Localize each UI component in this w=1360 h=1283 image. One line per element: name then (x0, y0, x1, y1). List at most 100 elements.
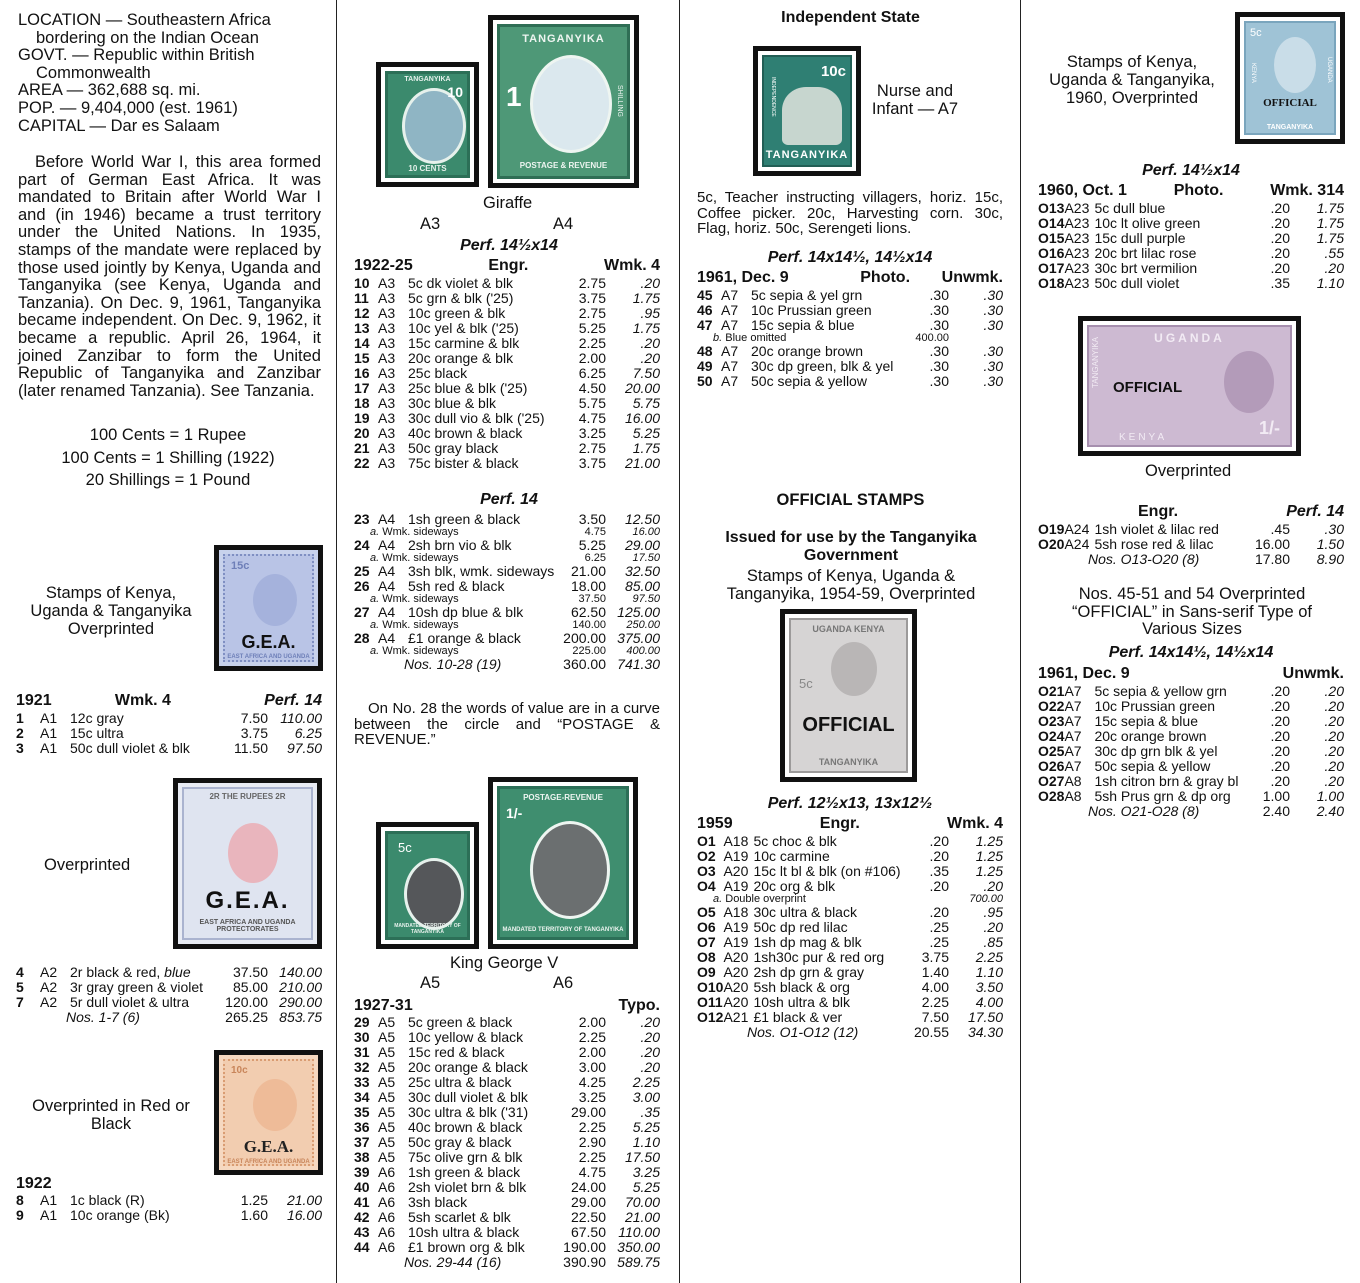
catalog-number: 18 (354, 395, 370, 411)
used-price: 17.50 (624, 1149, 660, 1165)
used-price: 3.50 (975, 979, 1003, 995)
design-type: A19 (723, 848, 749, 864)
king-portrait-icon (253, 574, 297, 626)
design-type: A7 (721, 287, 739, 303)
unused-price: .25 (929, 934, 949, 950)
stamp-value: 10c (820, 63, 846, 80)
desc-text: 15c lt bl & blk (on #106) (753, 863, 901, 879)
design-type: A7 (721, 317, 739, 333)
desc-text: 1sh citron brn & gray bl (1094, 773, 1239, 789)
desc-text: 25c ultra & black (408, 1074, 512, 1090)
desc-text: 20c orange brown (751, 343, 864, 359)
design-type: A7 (721, 373, 739, 389)
used-price: .20 (640, 1029, 660, 1045)
desc-text: 2sh violet brn & blk (408, 1179, 527, 1195)
used-price: .30 (983, 343, 1003, 359)
desc-text: 30c ultra & blk ('31) (408, 1104, 529, 1120)
unused-price: .20 (1270, 698, 1290, 714)
stamp-description: 50c sepia & yellow (751, 374, 901, 389)
unused-price: 6.25 (584, 552, 606, 564)
desc-text: 50c dull violet (1094, 275, 1180, 291)
stamp-description: 10sh ultra & blk (753, 995, 901, 1010)
unused-price: 29.00 (570, 1194, 606, 1210)
stamp-kgv-a5: 5c MANDATED TERRITORY OF TANGANYIKA (376, 822, 479, 949)
total-unused: 390.90 (563, 1254, 606, 1270)
stamp-value: 1/- (506, 805, 523, 821)
design-type: A23 (1064, 215, 1090, 231)
desc-text: 10c lt olive green (1094, 215, 1201, 231)
used-price: 3.25 (632, 1164, 660, 1180)
caption-king-george: King George V (450, 954, 559, 972)
design-type: A6 (378, 1179, 396, 1195)
stamp-description: 50c dull violet (1094, 276, 1242, 291)
stamp-description: 25c ultra & black (408, 1075, 558, 1090)
stamp-bottom-text: MANDATED TERRITORY OF TANGANYIKA (394, 923, 461, 935)
stamp-kgv-a6: POSTAGE-REVENUE 1/- MANDATED TERRITORY O… (488, 777, 638, 949)
catalog-number: O19 (1038, 521, 1065, 537)
stamp-description: £1 black & ver (753, 1010, 901, 1025)
used-price: 1.75 (632, 290, 660, 306)
desc-text: 5c green & black (408, 1014, 513, 1030)
used-price: 1.75 (1316, 215, 1344, 231)
variety-desc: a. Wmk. sideways (354, 527, 558, 538)
giraffe-icon (530, 55, 612, 153)
design-type: A5 (378, 1104, 396, 1120)
design-type: A8 (1064, 773, 1082, 789)
stamp-description: 3r gray green & violet (70, 980, 220, 995)
printing: Engr. (819, 815, 860, 832)
catalog-number: O24 (1038, 728, 1065, 744)
design-type: A8 (1064, 788, 1082, 804)
desc-text: 5sh red & black (408, 578, 505, 594)
stamp-description: 1sh30c pur & red org (753, 950, 901, 965)
stamp-bottom-text: TANGANYIKA (1266, 124, 1314, 131)
variety-desc: b. Blue omitted (697, 333, 901, 344)
unused-price: .20 (929, 848, 949, 864)
unused-price: 37.50 (578, 593, 606, 605)
overprint-text: OFFICIAL (1113, 379, 1183, 396)
year: 1927-31 (354, 997, 413, 1014)
used-price: .30 (1324, 521, 1344, 537)
design-type: A19 (723, 934, 749, 950)
unused-price: 5.75 (578, 395, 606, 411)
stamp-description: 20c orange brown (1094, 729, 1242, 744)
variety-desc: a. Wmk. sideways (354, 553, 558, 564)
catalog-number: O22 (1038, 698, 1065, 714)
desc-text: 75c bister & black (408, 455, 519, 471)
stamp-description: 1sh citron brn & gray bl (1094, 774, 1242, 789)
used-price: 5.25 (632, 1179, 660, 1195)
unused-price: .20 (1270, 230, 1290, 246)
design-type: A3 (378, 320, 396, 336)
unused-price: 4.50 (578, 380, 606, 396)
issued-for: Issued for use by the Tanganyika Governm… (725, 529, 977, 564)
used-price: 1.75 (632, 440, 660, 456)
used-price: .20 (1324, 713, 1344, 729)
used-price: 2.25 (632, 1074, 660, 1090)
overprint-text: OFFICIAL (802, 714, 895, 736)
unused-price: 85.00 (232, 979, 268, 995)
used-price: 21.00 (624, 1209, 660, 1225)
used-price: 16.00 (632, 526, 660, 538)
caption-1960: Stamps of Kenya, Uganda & Tanganyika, 19… (1049, 53, 1215, 107)
column-4: Stamps of Kenya, Uganda & Tanganyika, 19… (1022, 0, 1360, 1283)
stamp-description: 30c dull vio & blk ('25) (408, 411, 558, 426)
used-price: 4.00 (975, 994, 1003, 1010)
design-type: A7 (721, 358, 739, 374)
stamp-description: 50c sepia & yellow (1094, 759, 1242, 774)
perforation-1: Perf. 14½x14 (460, 237, 558, 254)
used-price: 17.50 (967, 1009, 1003, 1025)
design-type: A21 (723, 1009, 749, 1025)
desc-text: 5sh Prus grn & dp org (1094, 788, 1231, 804)
variety-text: Wmk. sideways (382, 619, 459, 631)
